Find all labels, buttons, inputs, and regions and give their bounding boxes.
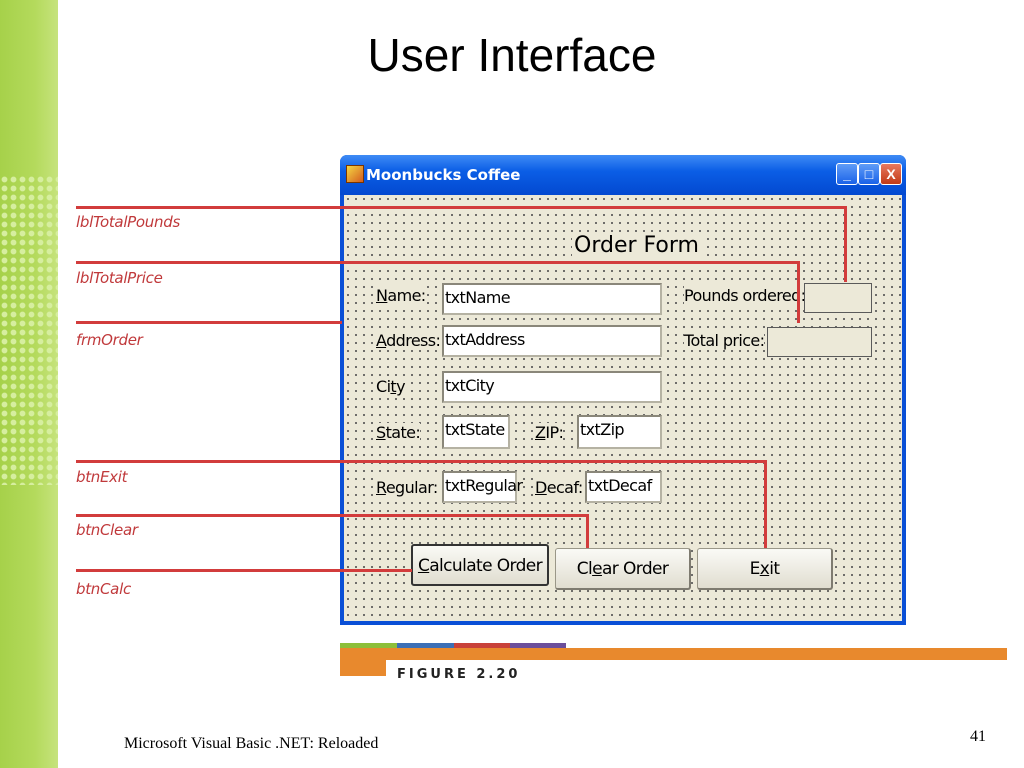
total-price-output — [767, 327, 872, 357]
form-heading: Order Form — [572, 233, 701, 258]
callout-lbltotalprice: lblTotalPrice — [76, 269, 163, 287]
window-title: Moonbucks Coffee — [366, 166, 521, 184]
decaf-label: Decaf: — [535, 478, 583, 497]
address-textbox[interactable]: txtAddress — [442, 325, 662, 357]
callout-btnexit: btnExit — [76, 468, 128, 486]
moonbucks-window: Moonbucks Coffee _ □ X Order Form Name: … — [340, 155, 906, 625]
zip-label: ZIP: — [535, 423, 564, 442]
figure-orange-tab — [340, 660, 386, 676]
callout-line-btnclear-h — [76, 514, 589, 517]
window-titlebar[interactable]: Moonbucks Coffee _ □ X — [340, 155, 906, 195]
state-label: State: — [376, 423, 421, 442]
state-textbox[interactable]: txtState — [442, 415, 510, 449]
callout-btncalc: btnCalc — [76, 580, 131, 598]
stripe-green — [340, 643, 397, 649]
city-label: City — [376, 377, 406, 396]
callout-line-frmorder — [76, 321, 342, 324]
name-textbox[interactable]: txtName — [442, 283, 662, 315]
zip-textbox[interactable]: txtZip — [577, 415, 662, 449]
exit-button[interactable]: Exit — [697, 548, 833, 590]
minimize-button[interactable]: _ — [836, 163, 858, 185]
total-pounds-output — [804, 283, 872, 313]
decaf-textbox[interactable]: txtDecaf — [585, 471, 662, 503]
callout-line-lbltotalprice-v — [797, 261, 800, 323]
name-label: Name: — [376, 286, 426, 305]
callout-line-lbltotalprice-h — [76, 261, 799, 264]
figure-orange-bar — [340, 648, 1007, 660]
stripe-purple — [510, 643, 566, 649]
app-icon — [346, 165, 364, 183]
address-label: Address: — [376, 331, 441, 350]
callout-frmorder: frmOrder — [76, 331, 143, 349]
regular-label: Regular: — [376, 478, 438, 497]
callout-line-btnclear-v — [586, 514, 589, 548]
clear-order-button[interactable]: Clear Order — [555, 548, 691, 590]
city-textbox[interactable]: txtCity — [442, 371, 662, 403]
callout-btnclear: btnClear — [76, 521, 138, 539]
callout-line-lbltotalpounds-v — [844, 206, 847, 282]
maximize-button[interactable]: □ — [858, 163, 880, 185]
regular-textbox[interactable]: txtRegular — [442, 471, 523, 503]
pounds-ordered-label: Pounds ordered: — [684, 286, 806, 305]
callout-line-btnexit-v — [764, 460, 767, 548]
callout-lbltotalpounds: lblTotalPounds — [76, 213, 180, 231]
callout-line-btnexit-h — [76, 460, 766, 463]
stripe-blue — [397, 643, 454, 649]
calculate-order-button[interactable]: Calculate Order — [411, 544, 549, 586]
stripe-red — [454, 643, 510, 649]
page-number: 41 — [970, 728, 986, 745]
figure-caption: FIGURE 2.20 — [397, 667, 521, 682]
form-client-area: Order Form Name: txtName Address: txtAdd… — [344, 195, 902, 621]
callout-line-btncalc — [76, 569, 412, 572]
total-price-label: Total price: — [684, 331, 765, 350]
close-button[interactable]: X — [880, 163, 902, 185]
slide-dot-pattern — [0, 175, 58, 485]
slide-footer: Microsoft Visual Basic .NET: Reloaded — [124, 735, 379, 752]
callout-line-lbltotalpounds-h — [76, 206, 846, 209]
slide-title: User Interface — [367, 29, 657, 81]
